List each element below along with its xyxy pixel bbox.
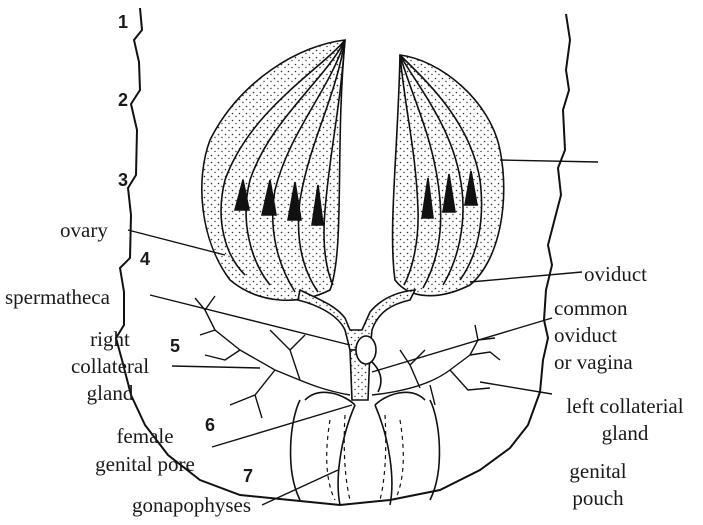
label-common-oviduct-line2: oviduct [554,323,617,347]
right-collateral-gland [195,296,350,418]
leader-top-right [500,160,598,162]
segment-number-4: 4 [140,250,150,268]
segment-number-1: 1 [118,13,128,31]
leader-oviduct [470,272,582,282]
label-spermatheca: spermatheca [5,285,110,309]
genital-pouch [291,392,440,505]
segment-number-7: 7 [243,467,253,485]
left-collateral-gland [372,325,500,405]
segment-number-2: 2 [118,91,128,109]
label-female-genital-pore-line2: genital pore [85,452,205,476]
label-common-oviduct-line3: or vagina [554,350,633,374]
leader-right-collateral [172,366,260,368]
label-ovary: ovary [60,218,108,242]
right-ovary [393,55,504,296]
label-common-oviduct-line1: common [554,296,628,320]
label-gonapophyses: gonapophyses [132,493,251,517]
segment-number-5: 5 [170,337,180,355]
label-female-genital-pore-line1: female [85,424,205,448]
label-genital-pouch-line2: pouch [548,486,648,510]
left-ovary [202,40,345,300]
label-oviduct: oviduct [584,262,647,286]
label-left-collateral-line2: gland [550,421,700,445]
label-right-collateral-line1: right [50,327,170,351]
segment-number-6: 6 [205,416,215,434]
label-genital-pouch-line1: genital [548,459,648,483]
label-left-collateral-line1: left collaterial [550,394,700,418]
leader-common-oviduct [372,318,552,372]
leader-female-genital-pore [212,405,352,447]
label-right-collateral-line2: collateral [50,354,170,378]
label-right-collateral-line3: gland [50,381,170,405]
segment-number-3: 3 [118,171,128,189]
